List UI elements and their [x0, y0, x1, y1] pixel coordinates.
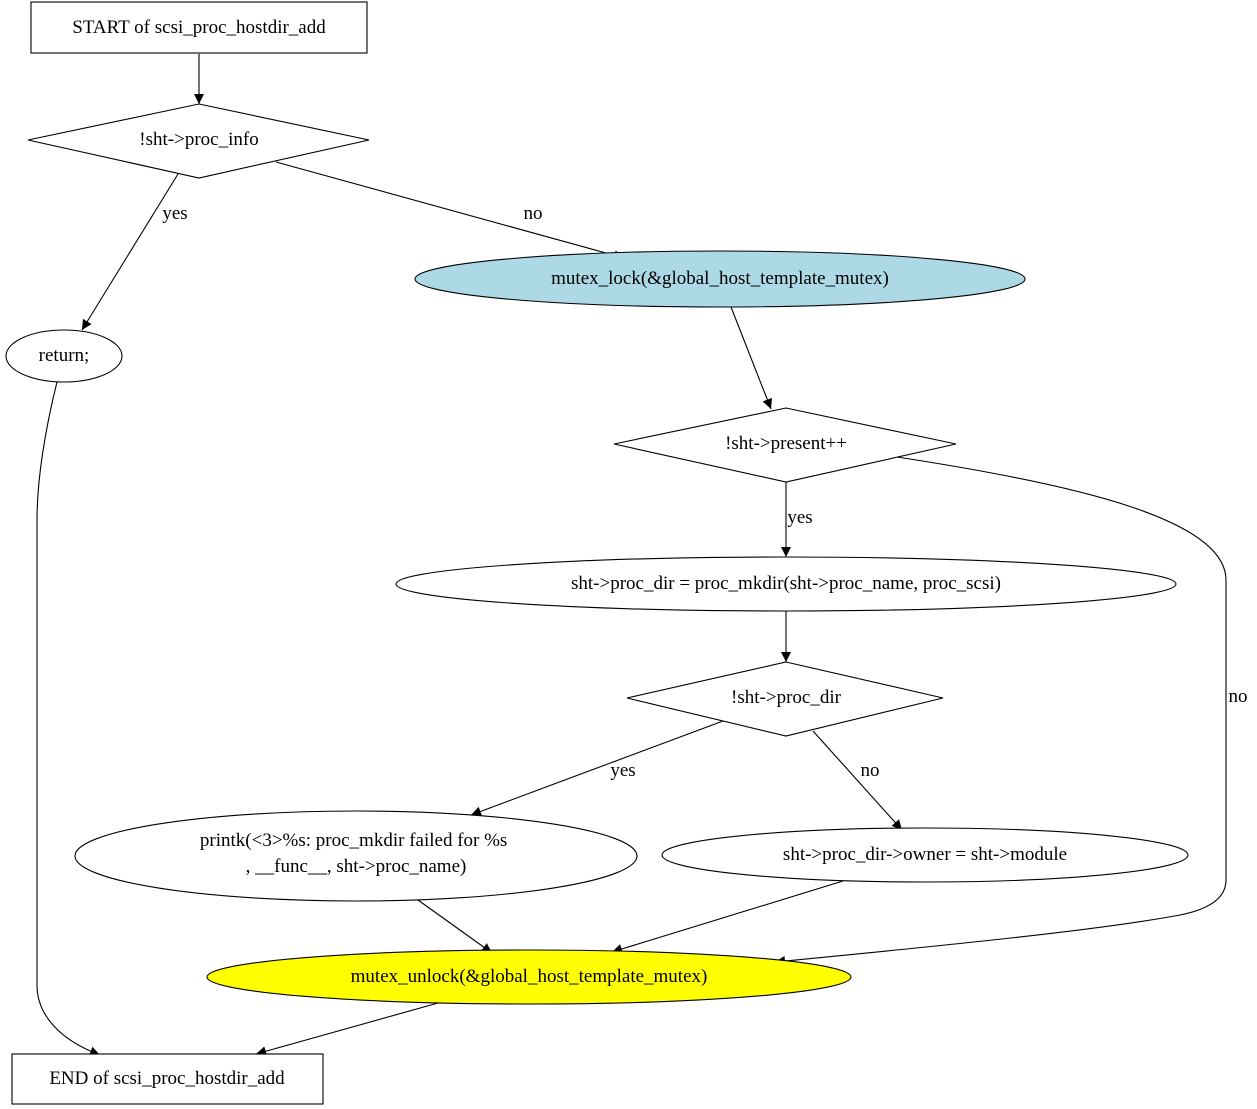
- edge-label-check-present-no: no: [1229, 686, 1248, 707]
- decision-proc-dir-diamond: [626, 661, 944, 737]
- edge-label-check-proc-dir-yes: yes: [610, 760, 635, 781]
- mutex-lock-node: mutex_lock(&global_host_template_mutex): [414, 250, 1026, 308]
- decision-present-label: !sht->present++: [725, 433, 847, 454]
- return-ellipse: [5, 329, 123, 383]
- edge-label-check-proc-info-yes: yes: [162, 203, 187, 224]
- mutex-lock-ellipse: [414, 250, 1026, 308]
- set-owner-label: sht->proc_dir->owner = sht->module: [783, 844, 1067, 865]
- edge-check-present-to-mutex-unlock: [774, 456, 1227, 967]
- printk-label-line-1: printk(<3>%s: proc_mkdir failed for %s: [200, 830, 507, 851]
- edge-mutex-lock-to-check-present: [730, 306, 773, 410]
- set-owner-node: sht->proc_dir->owner = sht->module: [661, 827, 1189, 883]
- edge-label-check-proc-dir-no: no: [861, 760, 880, 781]
- edge-return-to-end: [36, 381, 101, 1057]
- printk-label: printk(<3>%s: proc_mkdir failed for %s ,…: [200, 830, 512, 877]
- decision-proc-dir-label: !sht->proc_dir: [731, 687, 842, 708]
- proc-mkdir-node: sht->proc_dir = proc_mkdir(sht->proc_nam…: [395, 556, 1177, 612]
- edges: [36, 54, 1227, 1057]
- edge-printk-to-mutex-unlock: [417, 899, 493, 954]
- proc-mkdir-label: sht->proc_dir = proc_mkdir(sht->proc_nam…: [571, 573, 1001, 594]
- edge-mutex-unlock-to-end: [255, 1002, 439, 1057]
- decision-proc-info: !sht->proc_info: [27, 103, 370, 179]
- end-node-box: [11, 1053, 324, 1105]
- start-node: START of scsi_proc_hostdir_add: [30, 1, 368, 54]
- start-node-box: [30, 1, 368, 54]
- end-node-label: END of scsi_proc_hostdir_add: [49, 1068, 285, 1089]
- end-node: END of scsi_proc_hostdir_add: [11, 1053, 324, 1105]
- edge-label-check-proc-info-no: no: [524, 203, 543, 224]
- start-node-label: START of scsi_proc_hostdir_add: [72, 17, 326, 38]
- edge-check-proc-dir-to-printk: [470, 720, 724, 817]
- printk-node: printk(<3>%s: proc_mkdir failed for %s ,…: [74, 810, 638, 902]
- mutex-unlock-label: mutex_unlock(&global_host_template_mutex…: [351, 966, 708, 987]
- printk-label-line-2: , __func__, sht->proc_name): [246, 856, 467, 877]
- decision-present-diamond: [613, 407, 957, 483]
- edge-set-owner-to-mutex-unlock: [611, 880, 844, 954]
- proc-mkdir-ellipse: [395, 556, 1177, 612]
- return-node: return;: [5, 329, 123, 383]
- return-label: return;: [39, 345, 90, 366]
- decision-proc-dir: !sht->proc_dir: [626, 661, 944, 737]
- mutex-unlock-ellipse: [206, 949, 852, 1005]
- edge-labels: yes no yes no yes no: [162, 203, 1247, 781]
- edge-check-proc-info-to-mutex-lock: [275, 161, 625, 261]
- decision-proc-info-label: !sht->proc_info: [139, 129, 258, 150]
- edge-check-proc-dir-to-set-owner: [812, 730, 903, 831]
- decision-present: !sht->present++: [613, 407, 957, 483]
- nodes: START of scsi_proc_hostdir_add !sht->pro…: [5, 1, 1189, 1105]
- printk-ellipse: [74, 810, 638, 902]
- mutex-unlock-node: mutex_unlock(&global_host_template_mutex…: [206, 949, 852, 1005]
- set-owner-ellipse: [661, 827, 1189, 883]
- edge-label-check-present-yes: yes: [787, 507, 812, 528]
- mutex-lock-label: mutex_lock(&global_host_template_mutex): [551, 268, 889, 289]
- decision-proc-info-diamond: [27, 103, 370, 179]
- edge-check-proc-info-to-return: [81, 173, 179, 331]
